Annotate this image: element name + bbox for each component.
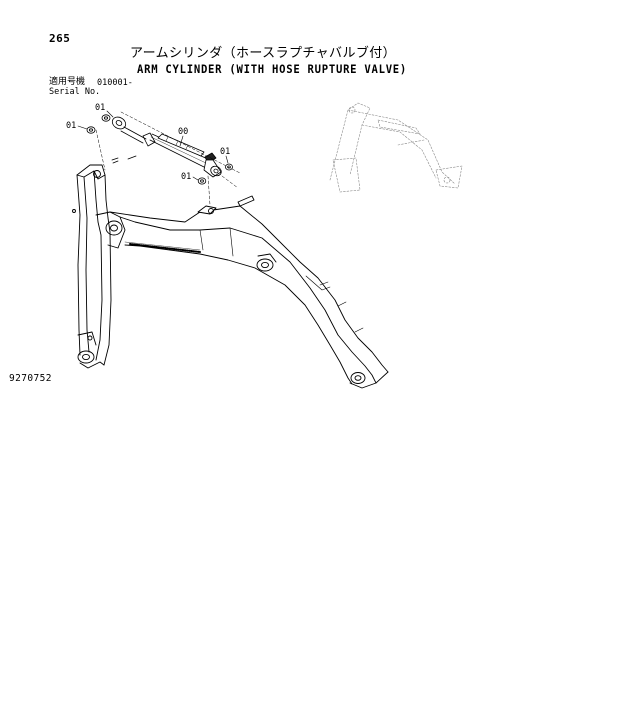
callout-part-01: 01 — [220, 147, 231, 157]
callout-part-00: 00 — [178, 127, 189, 137]
title-english: ARM CYLINDER (WITH HOSE RUPTURE VALVE) — [137, 62, 408, 76]
boom — [72, 164, 389, 389]
bushing-set — [86, 114, 233, 185]
callout-part-01: 01 — [95, 103, 106, 113]
alignment-lines — [95, 111, 241, 206]
callout-part-01: 01 — [66, 121, 77, 131]
figure-number: 9270752 — [9, 373, 52, 384]
title-japanese: アームシリンダ（ホースラプチャバルブ付） — [130, 46, 397, 61]
serial-label-japanese: 適用号機 — [49, 77, 86, 87]
callout-part-01: 01 — [181, 172, 192, 182]
serial-number-value: 010001- — [97, 78, 133, 88]
reference-thumbnail — [329, 102, 463, 193]
leader-lines — [77, 110, 229, 181]
page-number: 265 — [49, 32, 71, 45]
arm-cylinder — [111, 116, 222, 178]
serial-label-english: Serial No. — [49, 87, 101, 97]
